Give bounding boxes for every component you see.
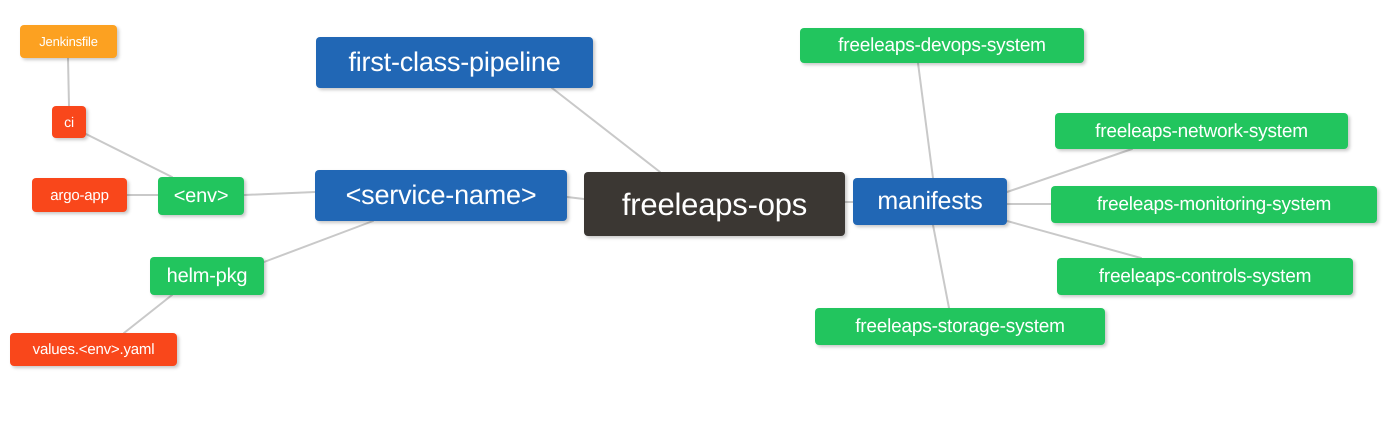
node-label: ci (64, 114, 74, 130)
node-first-class-pipeline[interactable]: first-class-pipeline (316, 37, 593, 88)
node-label: argo-app (50, 186, 109, 204)
node-ci[interactable]: ci (52, 106, 86, 138)
node-label: freeleaps-devops-system (838, 35, 1046, 56)
node-helm-pkg[interactable]: helm-pkg (150, 257, 264, 295)
node-label: <env> (173, 185, 229, 207)
node-label: freeleaps-controls-system (1098, 266, 1312, 287)
node-label: Jenkinsfile (39, 34, 98, 49)
node-label: <service-name> (345, 180, 537, 210)
node-label: values.<env>.yaml (32, 341, 155, 358)
edge-pipeline-ops (551, 87, 661, 173)
node-label: manifests (877, 187, 983, 215)
node-freeleaps-network-system[interactable]: freeleaps-network-system (1055, 113, 1348, 149)
edge-manifests-devops (917, 62, 934, 179)
edge-helm-pkg-service-name (263, 220, 374, 263)
node-service-name[interactable]: <service-name> (315, 170, 567, 221)
node-jenkinsfile[interactable]: Jenkinsfile (20, 25, 117, 58)
node-manifests[interactable]: manifests (853, 178, 1007, 225)
node-label: helm-pkg (166, 265, 248, 287)
node-freeleaps-storage-system[interactable]: freeleaps-storage-system (815, 308, 1105, 345)
node-argo-app[interactable]: argo-app (32, 178, 127, 212)
edge-jenkinsfile-ci (67, 57, 70, 107)
edge-ci-env (85, 133, 173, 178)
edge-values-helm-pkg (123, 294, 173, 334)
node-freeleaps-ops[interactable]: freeleaps-ops (584, 172, 845, 236)
edge-manifests-storage (932, 224, 950, 309)
node-label: first-class-pipeline (348, 47, 561, 77)
node-values-env-yaml[interactable]: values.<env>.yaml (10, 333, 177, 366)
edge-manifests-controls (1006, 220, 1142, 259)
node-label: freeleaps-storage-system (855, 316, 1065, 337)
edge-service-name-ops (566, 196, 585, 200)
edge-env-service-name (243, 191, 316, 196)
node-freeleaps-controls-system[interactable]: freeleaps-controls-system (1057, 258, 1353, 295)
node-label: freeleaps-monitoring-system (1096, 194, 1332, 215)
node-freeleaps-monitoring-system[interactable]: freeleaps-monitoring-system (1051, 186, 1377, 223)
node-label: freeleaps-ops (621, 186, 808, 222)
node-label: freeleaps-network-system (1095, 120, 1308, 142)
node-env[interactable]: <env> (158, 177, 244, 215)
node-freeleaps-devops-system[interactable]: freeleaps-devops-system (800, 28, 1084, 63)
